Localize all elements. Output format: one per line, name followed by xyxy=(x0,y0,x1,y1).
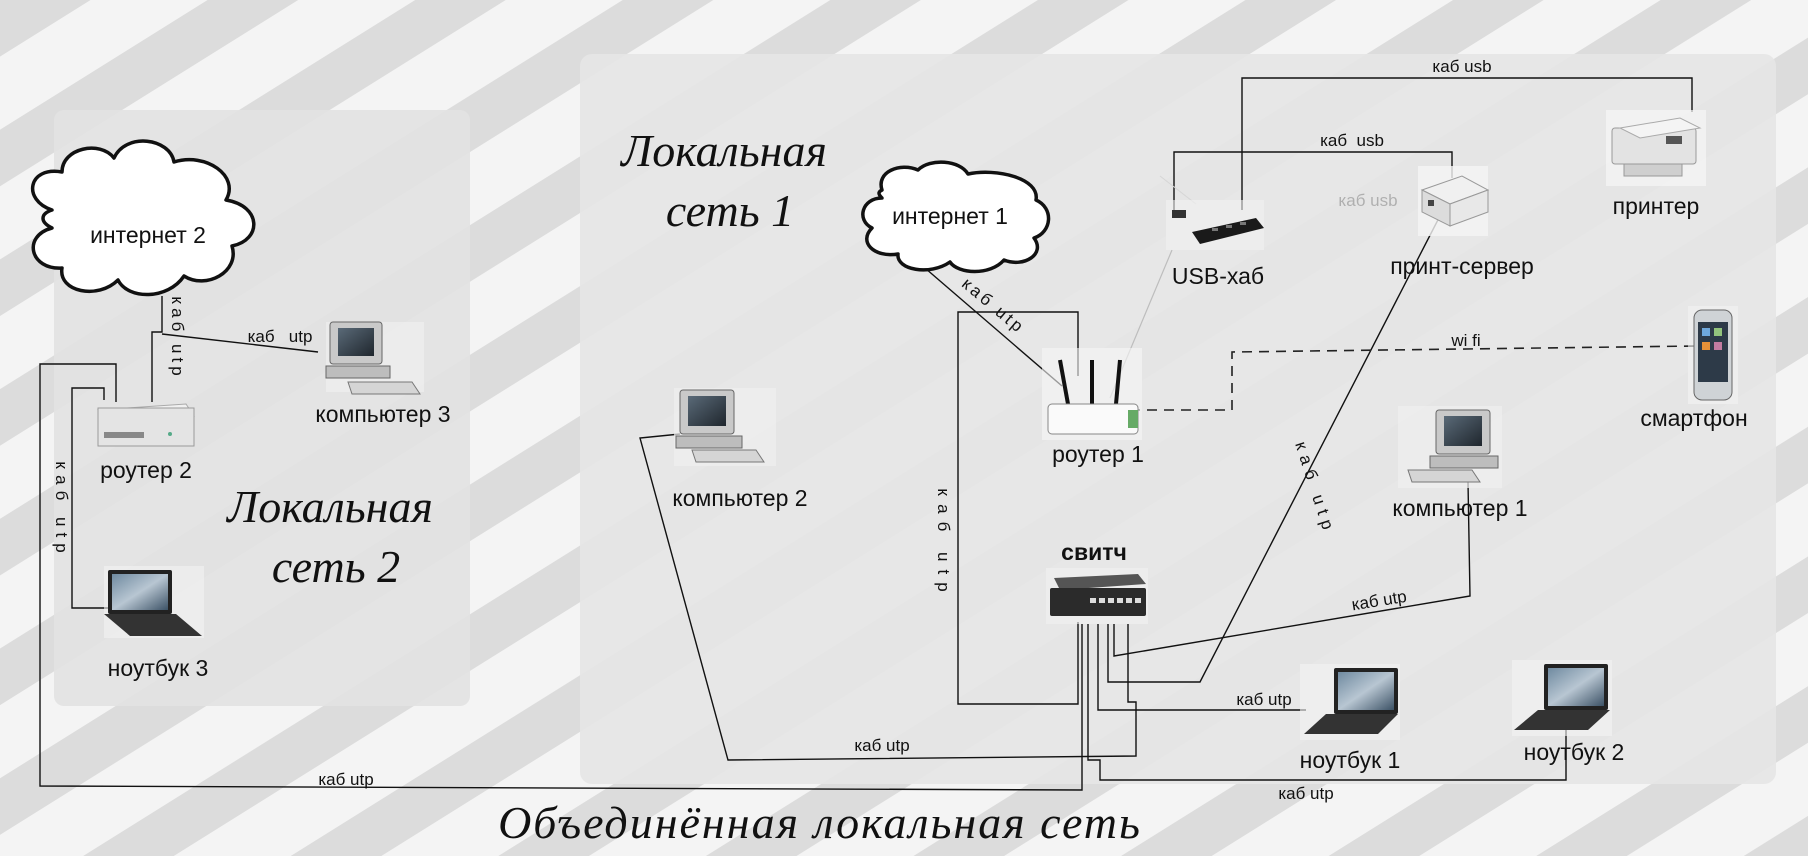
laptop-2-label: ноутбук 2 xyxy=(1524,739,1625,765)
laptop-3-label: ноутбук 3 xyxy=(108,655,209,681)
cable-internet2-router2 xyxy=(151,296,163,402)
printer-top xyxy=(1618,117,1702,139)
computer-2-label: компьютер 2 xyxy=(672,485,807,511)
computer-3-label: компьютер 3 xyxy=(315,401,450,427)
router-ports xyxy=(1128,410,1138,428)
computer-1-label: компьютер 1 xyxy=(1392,495,1527,521)
computer-3: компьютер 3 xyxy=(315,321,451,427)
internet-1-label: интернет 1 xyxy=(892,203,1008,229)
laptop-1: ноутбук 1 xyxy=(1300,664,1401,773)
router-2-label: роутер 2 xyxy=(100,457,192,483)
cable-label-wifi: wi fi xyxy=(1450,331,1480,350)
paper-tray xyxy=(1623,163,1683,177)
cable-router2-switch xyxy=(39,363,1083,791)
monitor-screen xyxy=(1444,416,1482,446)
switch: свитч xyxy=(1046,539,1148,624)
system-unit xyxy=(1429,455,1499,469)
cable-label-utp-vertical-laptop3: каб utp xyxy=(52,461,71,558)
smartphone-label: смартфон xyxy=(1640,405,1747,431)
cable-router2-computer3 xyxy=(161,333,319,353)
printer-label: принтер xyxy=(1613,193,1700,219)
cable-faint xyxy=(1159,175,1197,205)
usb-plug xyxy=(1172,210,1186,218)
laptop-screen xyxy=(112,574,168,610)
printer: принтер xyxy=(1606,110,1706,219)
laptop-screen xyxy=(1338,672,1394,710)
laptop-1-label: ноутбук 1 xyxy=(1300,747,1401,773)
switch-top xyxy=(1054,574,1146,590)
computer-1: компьютер 1 xyxy=(1392,406,1528,521)
keyboard xyxy=(691,449,765,463)
internet-2-label: интернет 2 xyxy=(90,222,206,248)
usb-hub: USB-хаб xyxy=(1166,200,1264,289)
router-1: роутер 1 xyxy=(1042,348,1144,467)
print-server: принт-сервер xyxy=(1390,166,1534,279)
zone-2-title-line1: Локальная xyxy=(225,481,433,532)
cable-usb-hub-printserver xyxy=(1173,151,1453,212)
zone-2-title-line2: сеть 2 xyxy=(272,541,400,592)
router-body xyxy=(1047,403,1139,435)
laptop-screen xyxy=(1548,668,1604,706)
smartphone: смартфон xyxy=(1640,306,1748,431)
switch-body xyxy=(1050,588,1146,616)
router-2: роутер 2 xyxy=(97,403,195,483)
cable-computer2-switch xyxy=(639,433,1137,761)
cable-internet1-router1 xyxy=(917,261,1063,387)
monitor-screen xyxy=(338,328,374,356)
cable-label-utp-vertical-inet2: каб utp xyxy=(168,296,187,379)
cable-router2-laptop3 xyxy=(71,387,110,609)
internet-1-cloud: интернет 1 xyxy=(861,160,1051,274)
keyboard xyxy=(1407,469,1481,483)
diagram-title: Объединённая локальная сеть xyxy=(498,797,1142,848)
cable-router1-switch xyxy=(957,311,1079,705)
router-led xyxy=(168,432,172,436)
printserver-front xyxy=(1449,189,1489,227)
cable-label-utp-vertical-switch: каб utp xyxy=(934,488,953,599)
cables xyxy=(39,77,1693,791)
cable-label-usb-faint: каб usb xyxy=(1338,191,1397,210)
keyboard xyxy=(347,381,421,395)
laptop-2: ноутбук 2 xyxy=(1512,660,1624,765)
switch-label: свитч xyxy=(1061,539,1127,565)
router-ports xyxy=(104,432,144,438)
cable-laptop1-switch xyxy=(1097,624,1306,711)
antenna xyxy=(1058,359,1070,405)
cable-label-utp-comp3: каб utp xyxy=(248,327,313,346)
system-unit xyxy=(325,365,391,379)
laptop-base xyxy=(1304,714,1398,734)
print-server-label: принт-сервер xyxy=(1390,253,1534,279)
laptop-3: ноутбук 3 xyxy=(104,566,208,681)
antenna xyxy=(1114,359,1122,405)
router-1-label: роутер 1 xyxy=(1052,441,1144,467)
cable-label-usb-mid: каб usb xyxy=(1320,131,1384,150)
cloud-shape xyxy=(30,139,256,297)
cable-label-utp-laptop2: каб utp xyxy=(1278,784,1333,803)
computer-2: компьютер 2 xyxy=(672,388,808,511)
usb-hub-label: USB-хаб xyxy=(1172,263,1264,289)
internet-2-cloud: интернет 2 xyxy=(30,139,256,297)
cable-computer1-switch xyxy=(1113,481,1471,657)
cable-label-utp-bottom-left: каб utp xyxy=(318,770,373,789)
wifi-link-router1-smartphone xyxy=(1130,345,1697,411)
cable-label-usb-top: каб usb xyxy=(1432,57,1491,76)
laptop-base xyxy=(104,614,202,636)
cable-usb-hub-printer xyxy=(1241,77,1693,210)
router-box xyxy=(97,407,195,447)
cable-printserver-switch xyxy=(1107,211,1443,683)
system-unit xyxy=(675,435,743,449)
zone-1-title-line2: сеть 1 xyxy=(666,185,794,236)
laptop-base xyxy=(1514,710,1610,730)
cable-laptop2-switch xyxy=(1087,624,1567,781)
monitor-screen xyxy=(688,396,726,426)
cable-label-utp-laptop1: каб utp xyxy=(1236,690,1291,709)
cable-label-utp-comp2: каб utp xyxy=(854,736,909,755)
zone-1-title-line1: Локальная xyxy=(619,125,827,176)
cloud-shape xyxy=(861,160,1051,274)
